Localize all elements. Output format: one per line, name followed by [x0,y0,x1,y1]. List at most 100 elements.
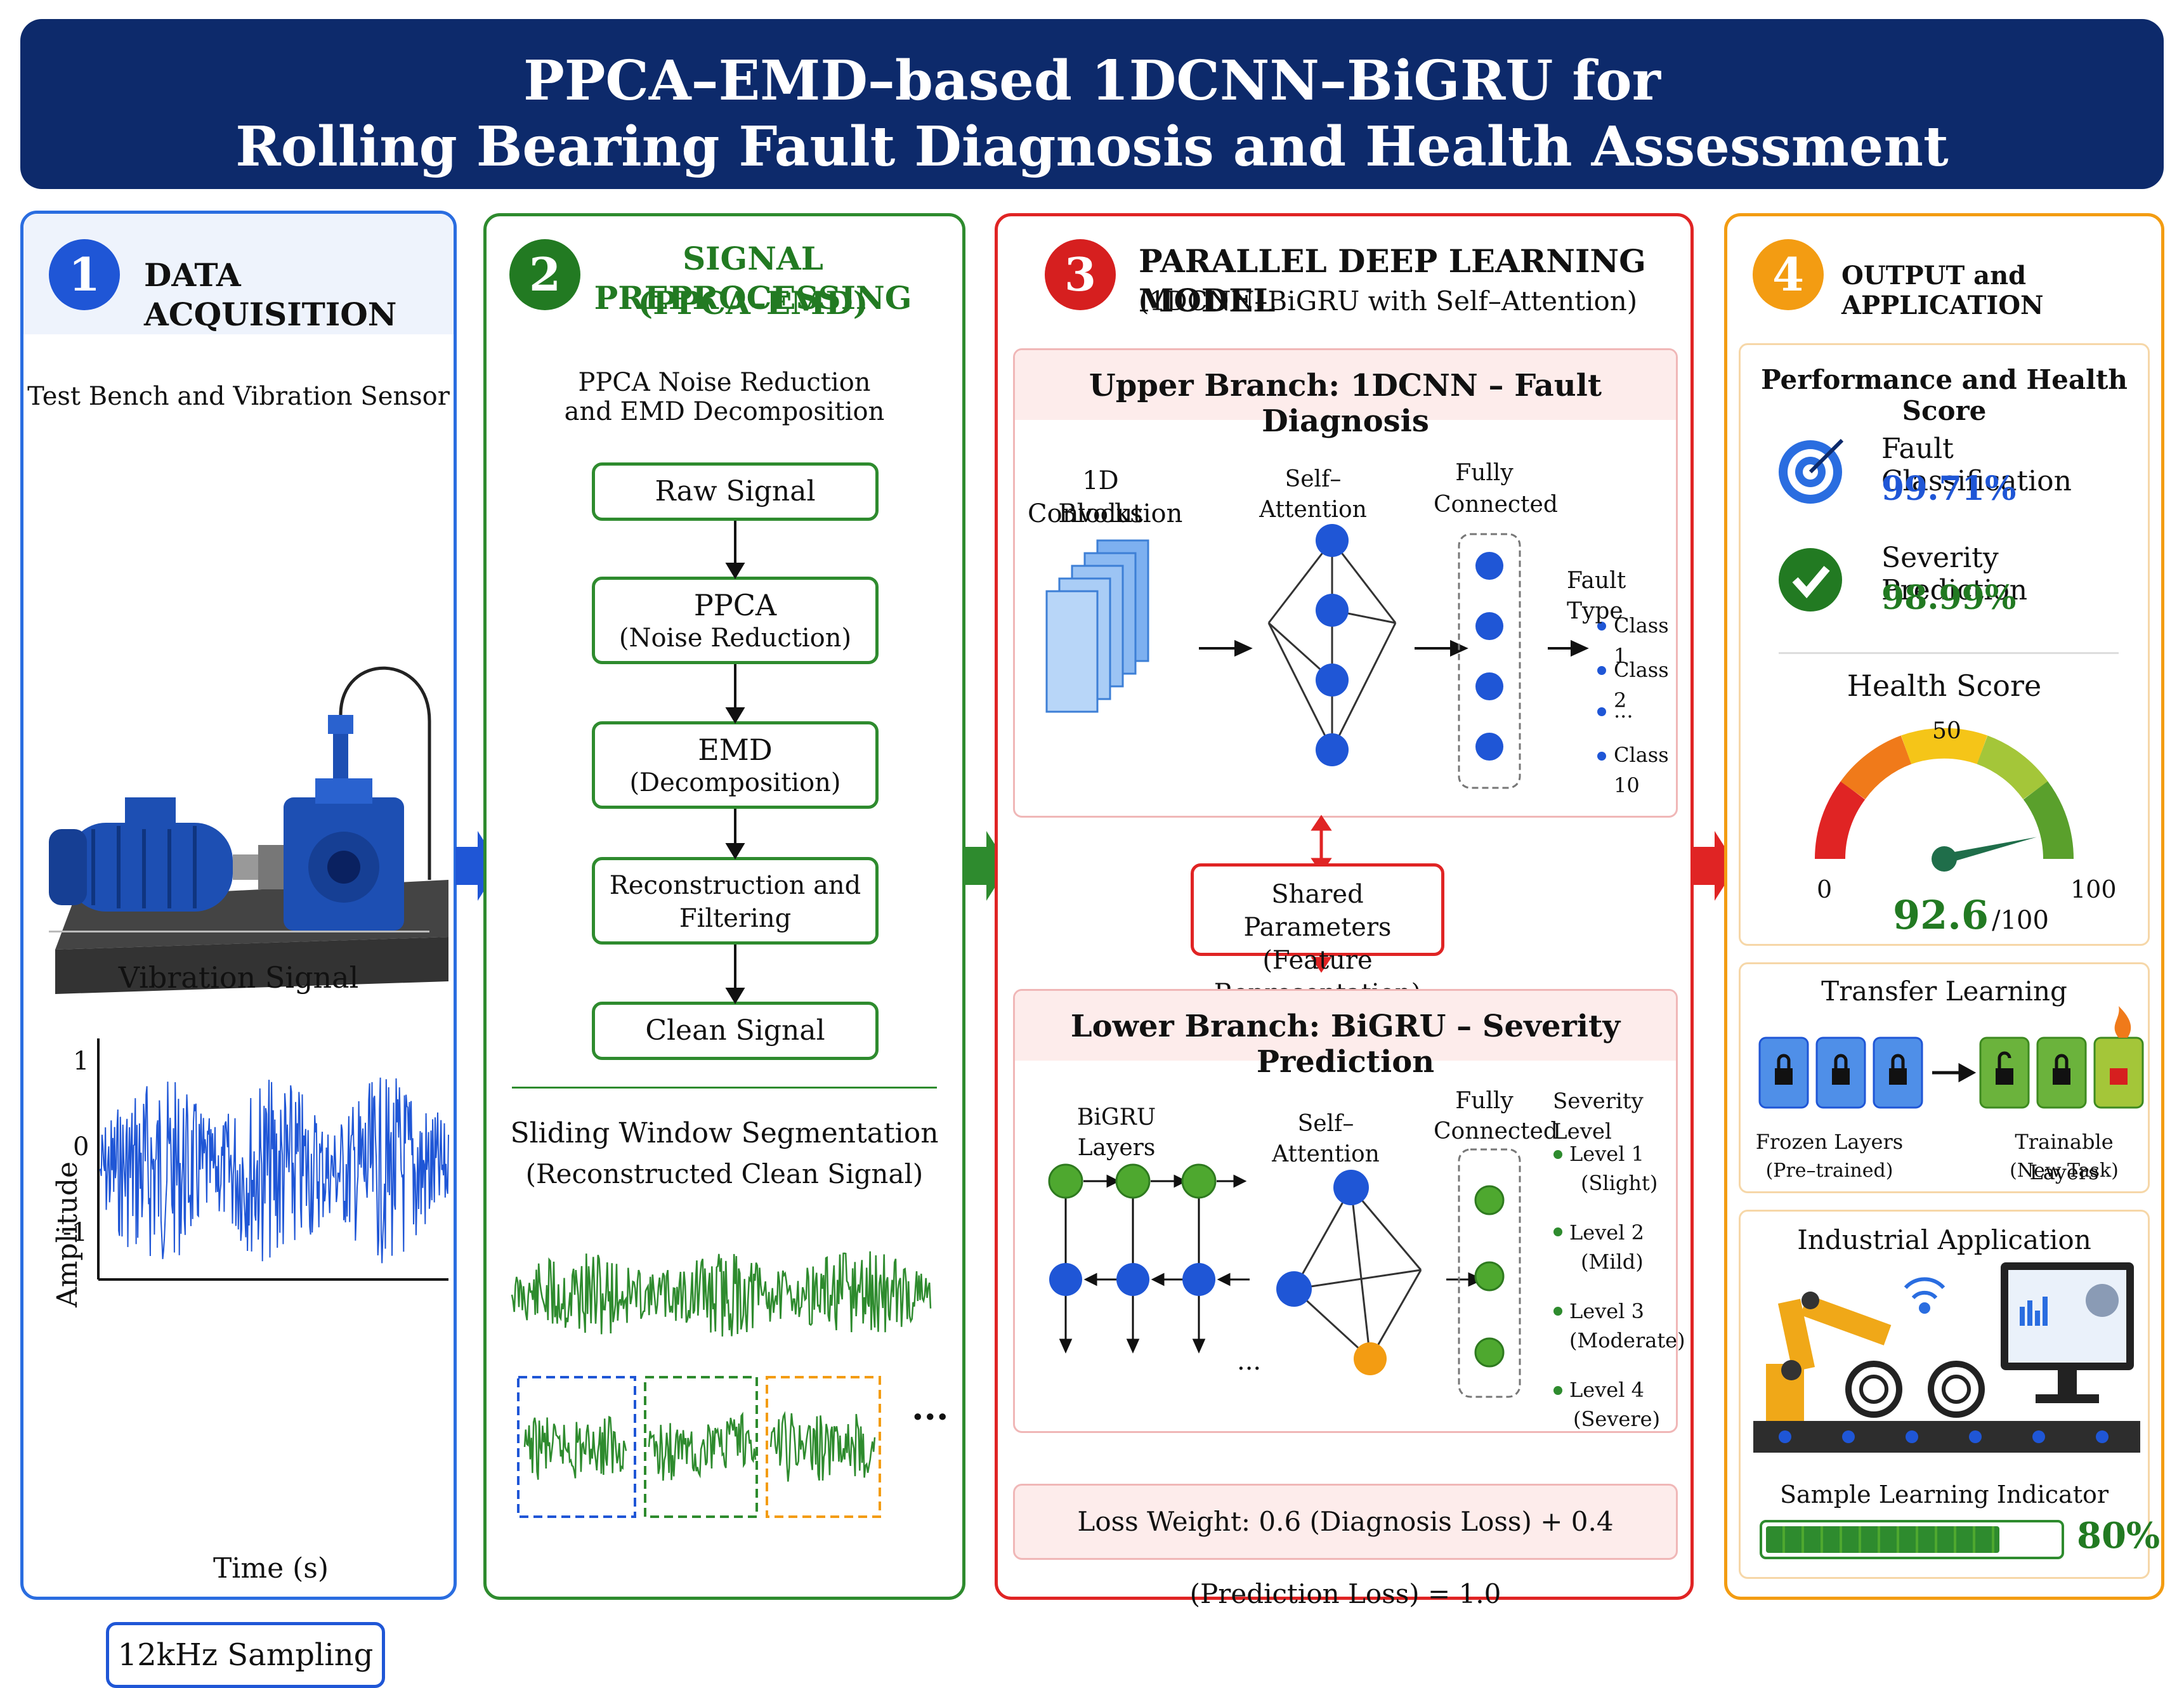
loss-weight-box: Loss Weight: 0.6 (Diagnosis Loss) + 0.4 … [1013,1484,1678,1609]
sample-learning-indicator-title: Sample Learning Indicator [1779,1481,2109,1508]
step-raw-signal: Raw Signal [592,462,879,521]
gauge-needle [1943,837,2037,864]
fault-classification-label: Fault Classification [1881,433,2072,497]
health-score-unit: /100 [1992,906,2049,935]
sampling-badge: 12kHz Sampling [106,1622,385,1688]
panel2-title: SIGNAL PREPROCESSING [594,240,912,317]
transfer-learning-title: Transfer Learning [1821,976,2067,1007]
transfer-learning-diagram [1758,1006,2144,1109]
window-waveform-2 [648,1411,757,1481]
sliding-window-title: Sliding Window Segmentation [510,1117,939,1149]
window-3 [766,1376,881,1518]
panel3-subtitle: (1DCNN–BiGRU with Self–Attention) [1139,285,1638,317]
attention-label-lower: Self–Attention [1272,1111,1380,1167]
lower-branch-header [1015,991,1676,1061]
clean-signal-plot [511,1251,932,1518]
step-reconstruction: Reconstruction and Filtering [592,857,879,945]
severity-prediction-value: 98.99% [1881,579,2017,617]
panel2-title-2: (PPCA–EMD) [638,284,868,322]
conv-label-1: 1D Convolution [1028,466,1183,528]
fc-label-lower-1: Fully [1455,1088,1514,1114]
vibration-waveform [99,1077,449,1264]
robot-arm-icon [1766,1292,1892,1421]
upper-branch-title: Upper Branch: 1DCNN – Fault Diagnosis [1089,368,1602,439]
severity-level-1: Level 1(Slight) [1569,1142,1658,1195]
fault-class-1: Class 1 [1614,613,1669,668]
gauge-mid-label: 50 [1932,718,1961,744]
attention-label-upper: Self–Attention [1259,466,1367,523]
target-icon [1779,438,1844,504]
learning-progress-track [1760,1520,2064,1559]
flow-arrows [725,521,745,1004]
clean-waveform [511,1251,932,1337]
frozen-layers-sub: (Pre–trained) [1765,1160,1893,1182]
performance-title: Performance and Health Score [1761,364,2128,426]
time-axis-label: Time (s) [213,1552,329,1585]
window-ellipsis: ··· [912,1396,949,1438]
performance-section: Performance and Health Score Fault Class… [1739,343,2150,946]
window-waveform-1 [523,1415,627,1480]
step-ppca: PPCA (Noise Reduction) [592,577,879,664]
panel2-subtitle-2: and EMD Decomposition [564,397,885,426]
title-banner: PPCA–EMD–based 1DCNN–BiGRU for Rolling B… [20,19,2164,189]
gauge-min-label: 0 [1817,875,1833,903]
sliding-window-subtitle: (Reconstructed Clean Signal) [525,1158,924,1189]
wifi-icon [1904,1277,1945,1314]
severity-level-3: Level 3(Moderate) [1569,1299,1685,1352]
gauge-max-label: 100 [2070,875,2117,903]
trainable-layers-sub: (New Task) [2010,1160,2119,1182]
industrial-illustration [1753,1262,2140,1453]
panel1-divider [49,931,429,932]
severity-prediction-label: Severity Prediction [1881,542,2028,606]
panel1-subtitle: Test Bench and Vibration Sensor [27,382,450,411]
window-2 [644,1376,758,1518]
vibration-signal-title: Vibration Signal [118,960,359,995]
panel-output-application: 4 OUTPUT and APPLICATION Performance and… [1724,213,2164,1600]
lock-icon-trainable [1979,1006,2144,1109]
severity-level-title: Severity Level [1553,1089,1644,1144]
transfer-learning-section: Transfer Learning Frozen Layers (Pre–tra… [1739,962,2150,1193]
panel3-title: PARALLEL DEEP LEARNING MODEL [1139,242,1646,319]
tick-neg1: -1 [63,1218,88,1247]
health-score-readout: 92.6 /100 [1893,892,2049,938]
panel-data-acquisition: 1 DATA ACQUISITION Test Bench and Vibrat… [20,211,457,1688]
fault-class-2: Class 2 [1614,658,1669,712]
industrial-application-section: Industrial Application [1739,1210,2160,1579]
severity-level-2: Level 2(Mild) [1569,1220,1644,1274]
severity-level-4: Level 4(Severe) [1569,1378,1661,1431]
window-1 [517,1376,636,1518]
upper-branch-header [1015,350,1676,420]
upper-branch: Upper Branch: 1DCNN – Fault Diagnosis 1D… [1013,348,1678,818]
bigru-layers-label: BiGRU Layers [1076,1104,1156,1161]
lower-branch-title: Lower Branch: BiGRU – Severity Predictio… [1070,1009,1621,1080]
panel-deep-learning-model: 3 PARALLEL DEEP LEARNING MODEL (1DCNN–Bi… [995,213,1694,1609]
performance-icons [1779,438,1844,612]
panel1-title: DATA ACQUISITION [144,256,397,333]
bearing-icon [1845,1361,1985,1418]
check-icon [1779,548,1842,612]
step-number-4: 4 [1753,239,1824,310]
frozen-layers-label: Frozen Layers [1755,1130,1904,1154]
tick-1: 1 [73,1047,89,1076]
fc-label-upper-1: Fully [1455,460,1514,486]
panel2-divider [512,1087,937,1089]
panel-signal-preprocessing: 2 SIGNAL PREPROCESSING (PPCA–EMD) PPCA N… [483,213,965,1600]
lower-branch-diagram [1048,1148,1562,1398]
perf-divider [1779,652,2119,654]
title-line-2: Rolling Bearing Fault Diagnosis and Heal… [235,115,1949,179]
health-score-title: Health Score [1847,669,2042,703]
tick-0: 0 [73,1132,89,1161]
window-waveform-3 [769,1411,876,1482]
trainable-layers-label: Trainable Layers [2015,1130,2114,1184]
bigru-ellipsis: ... [1237,1347,1262,1376]
health-gauge [1815,728,2074,872]
panel4-title: OUTPUT and APPLICATION [1841,261,2044,320]
vibration-signal-plot [97,1038,449,1281]
fault-type-label: Fault Type [1567,568,1626,624]
upper-branch-diagram [1045,524,1606,789]
fault-class-10: Class 10 [1614,743,1669,797]
step-number-2: 2 [509,239,580,310]
panel2-subtitle-1: PPCA Noise Reduction [578,368,871,397]
industrial-application-title: Industrial Application [1797,1224,2091,1255]
learning-progress-fill [1766,1526,1999,1553]
